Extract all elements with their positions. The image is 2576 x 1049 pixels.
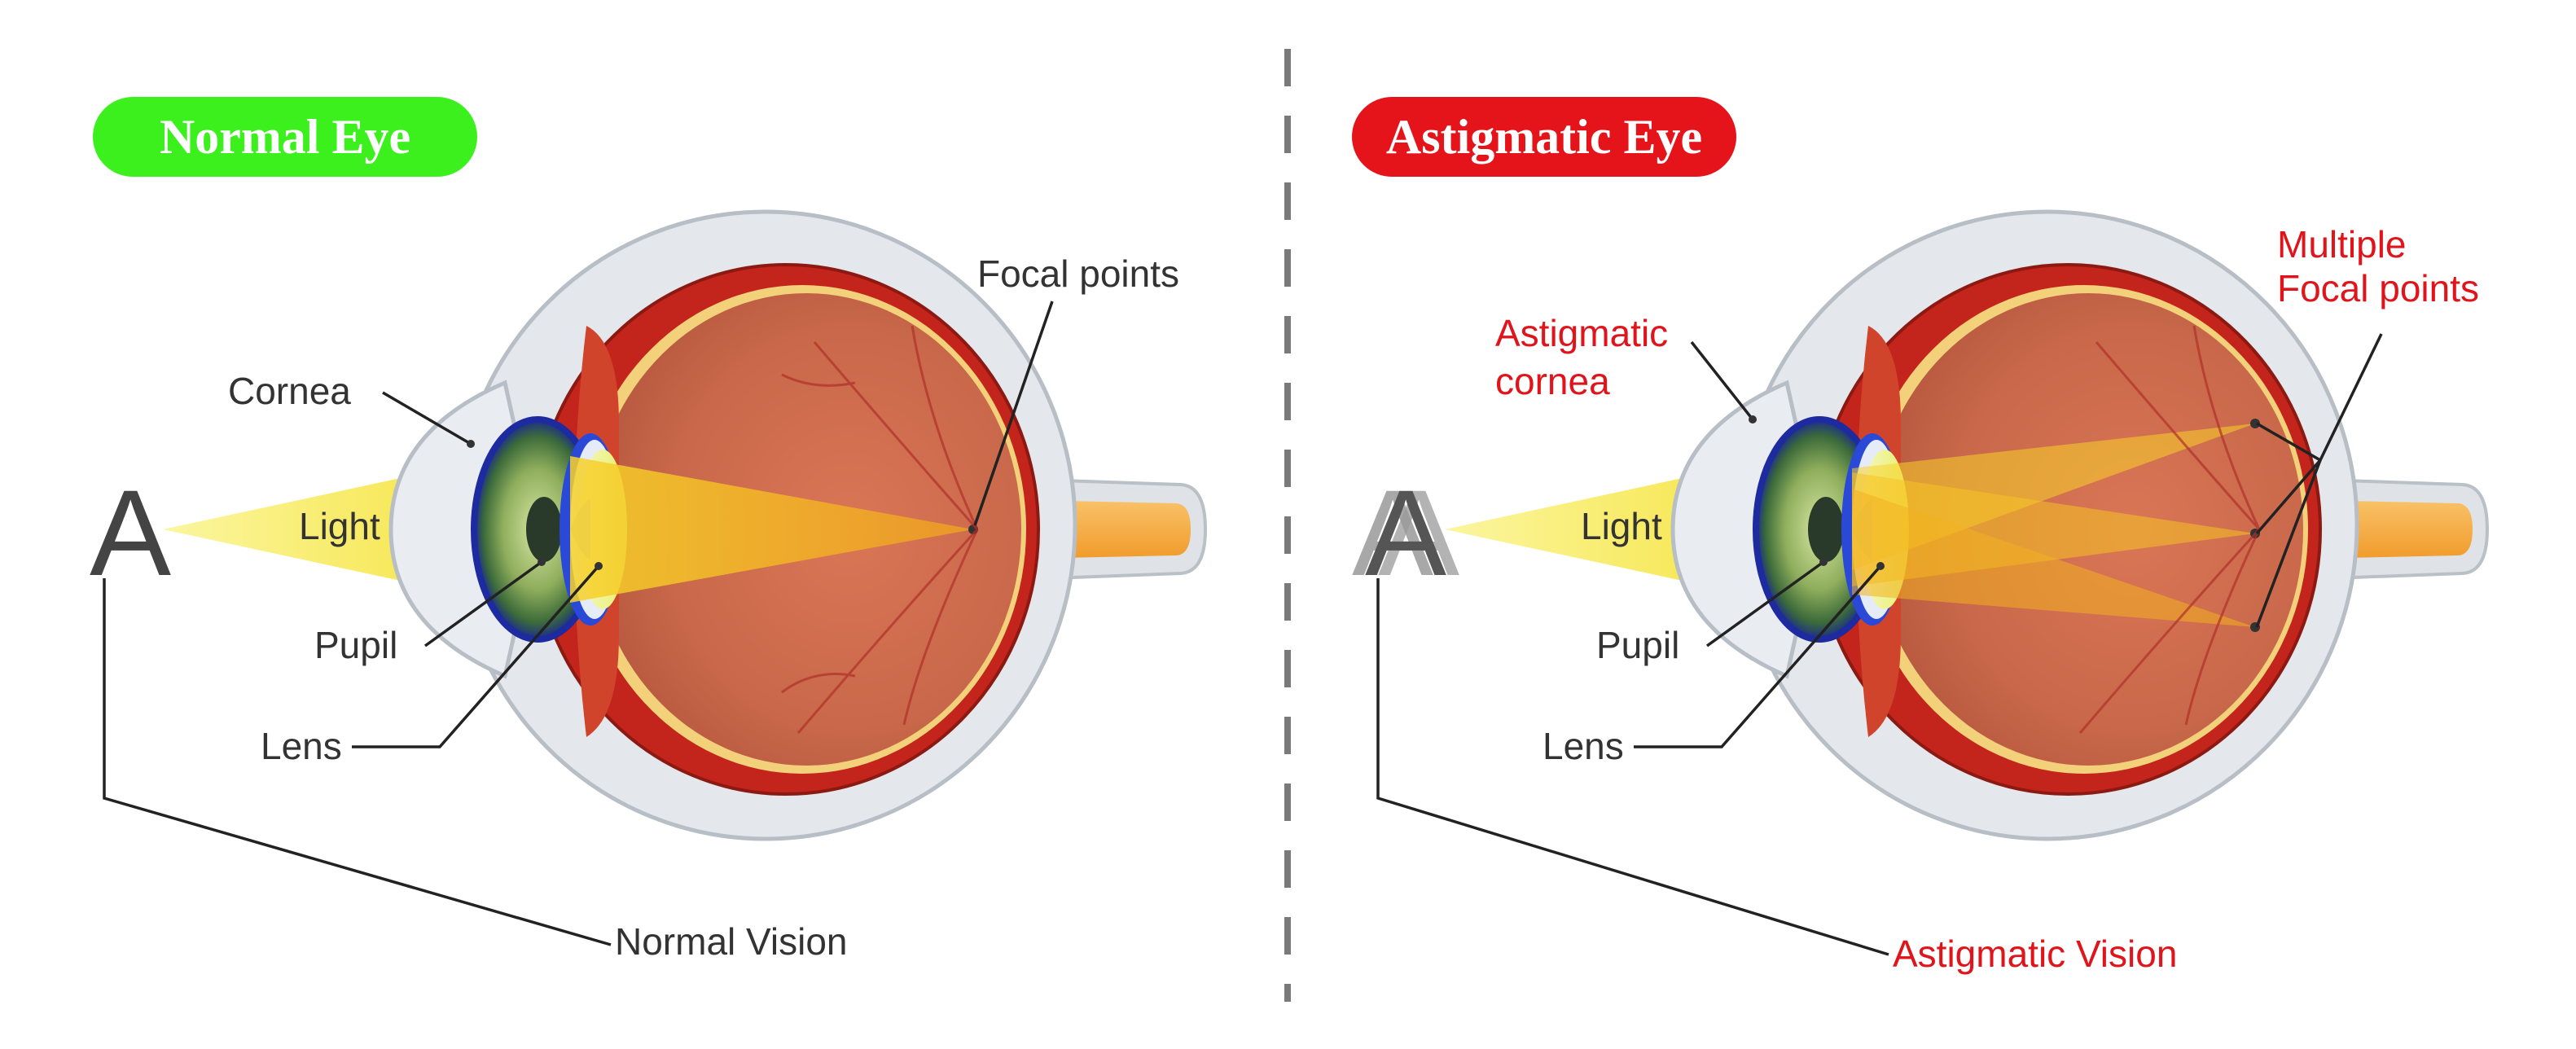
astig-focal-leader-3 — [2255, 459, 2322, 628]
normal-lens-dot — [595, 562, 603, 570]
astig-letter-a-ghost-1: A — [1352, 464, 1433, 601]
astig-label-cornea-1: Astigmatic — [1495, 312, 1668, 354]
astig-lens-dot — [1876, 562, 1885, 570]
astig-lens-leader — [1634, 564, 1882, 748]
normal-label-focal: Focal points — [977, 252, 1179, 295]
normal-label-vision: Normal Vision — [615, 920, 847, 963]
astigmatic-eye-badge: Astigmatic Eye — [1352, 97, 1736, 177]
astigmatic-eye-panel: A A A Astigmatic cornea Light Pupil Lens… — [1352, 212, 2487, 975]
astig-label-vision: Astigmatic Vision — [1893, 933, 2177, 975]
astigmatic-eye-title: Astigmatic Eye — [1385, 109, 1703, 164]
astig-focal-point-1 — [2250, 419, 2260, 428]
astig-letter-a-ghost-2: A — [1378, 464, 1459, 601]
astig-pupil-dot — [1819, 558, 1828, 566]
astig-label-pupil: Pupil — [1596, 624, 1679, 666]
normal-pupil-leader — [423, 560, 543, 647]
astig-label-light: Light — [1581, 505, 1662, 547]
astig-retina-veins — [2078, 325, 2261, 734]
astig-label-cornea-2: cornea — [1495, 360, 1610, 402]
astig-focal-leader-2 — [2255, 459, 2322, 535]
normal-cornea-dot — [467, 440, 475, 448]
normal-pupil-dot — [538, 558, 546, 566]
normal-label-light: Light — [299, 505, 380, 547]
normal-label-pupil: Pupil — [314, 624, 397, 666]
astig-label-focal-2: Focal points — [2277, 267, 2479, 309]
astig-cornea-leader — [1690, 340, 1754, 421]
astig-label-lens: Lens — [1543, 725, 1624, 767]
normal-inner-beam — [570, 456, 973, 603]
normal-letter-a: A — [90, 464, 171, 601]
normal-label-lens: Lens — [261, 725, 342, 767]
normal-eye-panel: A Cornea Light Pupil Lens Focal points N… — [90, 212, 1205, 963]
astig-pupil-leader — [1705, 560, 1825, 647]
astig-cornea-dot — [1749, 415, 1757, 424]
normal-cornea-leader — [382, 391, 472, 445]
normal-focal-leader — [973, 301, 1054, 526]
normal-label-cornea: Cornea — [228, 370, 351, 412]
normal-lens-leader — [352, 564, 600, 748]
normal-eye-title: Normal Eye — [159, 109, 411, 164]
normal-vision-leader — [103, 578, 612, 946]
normal-retina-veins — [781, 325, 979, 734]
astig-vision-leader — [1376, 578, 1889, 956]
astig-label-focal-1: Multiple — [2277, 223, 2407, 266]
astig-beam-3 — [1852, 489, 2255, 627]
normal-eye-badge: Normal Eye — [93, 97, 477, 177]
